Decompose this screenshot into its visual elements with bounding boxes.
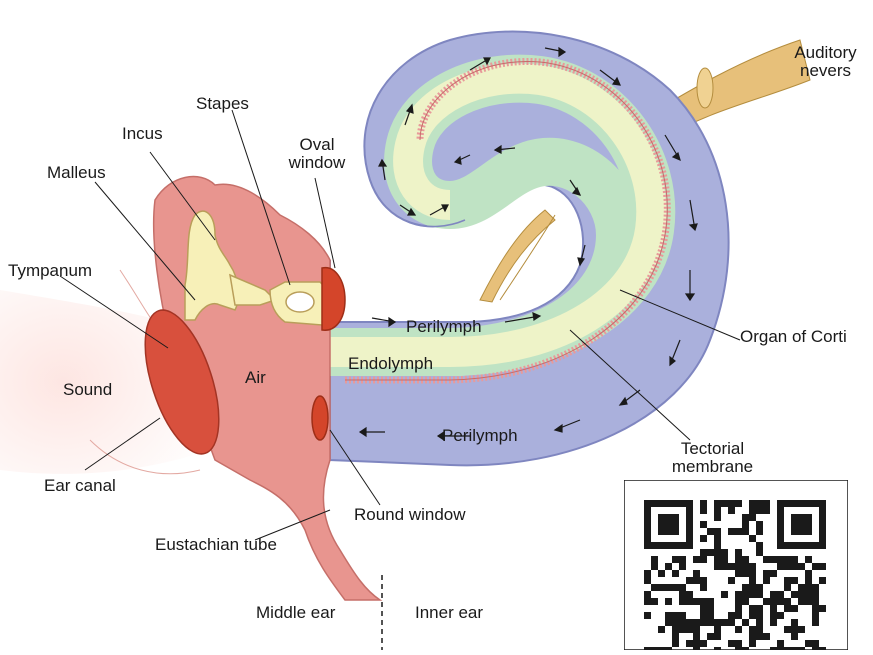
label-tectorial-membrane: Tectorial membrane: [670, 440, 755, 476]
label-organ-of-corti: Organ of Corti: [740, 328, 847, 346]
label-eustachian-tube: Eustachian tube: [155, 536, 277, 554]
label-oval-window: Oval window: [287, 136, 347, 172]
label-perilymph-upper: Perilymph: [406, 318, 482, 336]
label-ear-canal: Ear canal: [44, 477, 116, 495]
label-sound: Sound: [63, 381, 112, 399]
label-malleus: Malleus: [47, 164, 106, 182]
label-stapes: Stapes: [196, 95, 249, 113]
round-window: [312, 396, 328, 440]
label-auditory-nerves: Auditory nevers: [788, 44, 863, 80]
oval-window: [322, 268, 345, 331]
label-perilymph-lower: Perilymph: [442, 427, 518, 445]
label-round-window: Round window: [354, 506, 466, 524]
cochlea: [330, 32, 729, 466]
label-middle-ear: Middle ear: [256, 604, 335, 622]
label-endolymph: Endolymph: [348, 355, 433, 373]
label-incus: Incus: [122, 125, 163, 143]
label-tympanum: Tympanum: [8, 262, 92, 280]
label-inner-ear: Inner ear: [415, 604, 483, 622]
label-air: Air: [245, 369, 266, 387]
qr-code-icon: [624, 480, 848, 650]
